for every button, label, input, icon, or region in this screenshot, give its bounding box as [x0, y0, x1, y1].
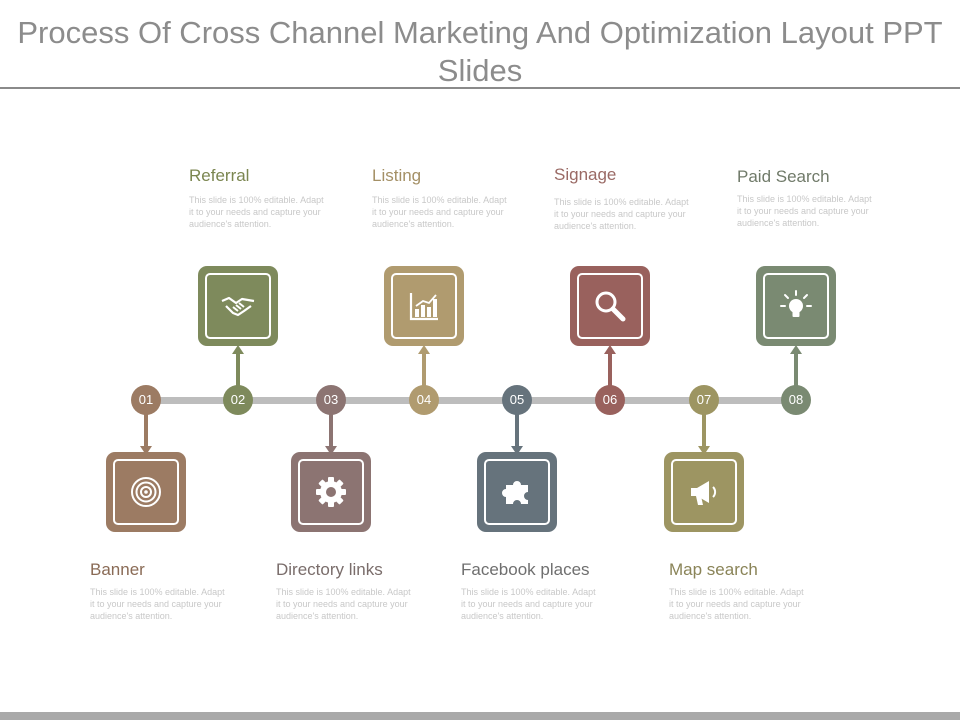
step-box-01: [106, 452, 186, 532]
step-number-07: 07: [689, 385, 719, 415]
step-box-08: [756, 266, 836, 346]
bar-chart-icon: [409, 293, 438, 321]
connector-07: [702, 414, 706, 448]
step-number-04: 04: [409, 385, 439, 415]
step-title-01: Banner: [90, 560, 145, 579]
target-icon: [131, 477, 161, 507]
step-number-06: 06: [595, 385, 625, 415]
connector-08: [794, 352, 798, 386]
step-box-04: [384, 266, 464, 346]
step-box-02: [198, 266, 278, 346]
step-number-03: 03: [316, 385, 346, 415]
step-desc-06: This slide is 100% editable. Adapt it to…: [554, 197, 689, 231]
step-desc-07: This slide is 100% editable. Adapt it to…: [669, 587, 804, 621]
step-box-07: [664, 452, 744, 532]
connector-03: [329, 414, 333, 448]
step-number-02: 02: [223, 385, 253, 415]
step-box-03: [291, 452, 371, 532]
lightbulb-icon: [780, 290, 812, 317]
arrow-03: [325, 446, 337, 455]
connector-01: [144, 414, 148, 448]
arrow-08: [790, 345, 802, 354]
megaphone-icon: [691, 481, 717, 505]
step-title-02: Referral: [189, 166, 250, 185]
connector-02: [236, 352, 240, 386]
step-box-05: [477, 452, 557, 532]
title-divider: [0, 87, 960, 89]
connector-06: [608, 352, 612, 386]
connector-05: [515, 414, 519, 448]
arrow-07: [698, 446, 710, 455]
arrow-06: [604, 345, 616, 354]
step-title-03: Directory links: [276, 560, 383, 579]
connector-04: [422, 352, 426, 386]
step-number-01: 01: [131, 385, 161, 415]
timeline-line: [146, 397, 796, 404]
step-box-06: [570, 266, 650, 346]
step-desc-02: This slide is 100% editable. Adapt it to…: [189, 195, 324, 229]
arrow-05: [511, 446, 523, 455]
step-number-08: 08: [781, 385, 811, 415]
handshake-icon: [221, 296, 255, 317]
step-desc-05: This slide is 100% editable. Adapt it to…: [461, 587, 596, 621]
arrow-01: [140, 446, 152, 455]
gear-icon: [316, 477, 346, 507]
step-number-05: 05: [502, 385, 532, 415]
step-title-08: Paid Search: [737, 167, 830, 186]
footer-bar: [0, 712, 960, 720]
step-title-07: Map search: [669, 560, 758, 579]
arrow-04: [418, 345, 430, 354]
step-title-05: Facebook places: [461, 560, 590, 579]
arrow-02: [232, 345, 244, 354]
step-desc-04: This slide is 100% editable. Adapt it to…: [372, 195, 507, 229]
step-title-04: Listing: [372, 166, 422, 185]
slide-title: Process Of Cross Channel Marketing And O…: [17, 15, 943, 88]
step-title-06: Signage: [554, 165, 617, 184]
puzzle-icon: [502, 481, 528, 504]
step-desc-08: This slide is 100% editable. Adapt it to…: [737, 194, 872, 228]
step-desc-03: This slide is 100% editable. Adapt it to…: [276, 587, 411, 621]
search-icon: [595, 291, 626, 322]
step-desc-01: This slide is 100% editable. Adapt it to…: [90, 587, 225, 621]
